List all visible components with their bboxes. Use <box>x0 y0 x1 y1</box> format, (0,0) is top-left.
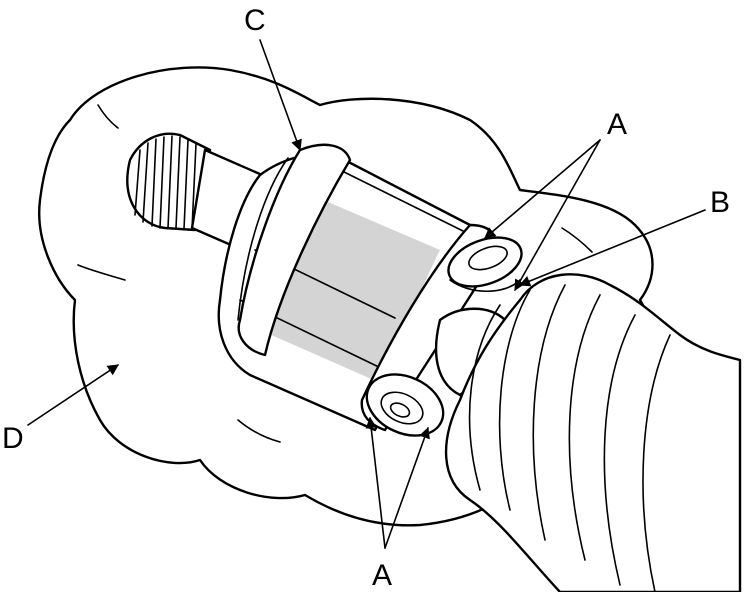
boot <box>444 273 742 592</box>
leader-d <box>27 364 119 426</box>
callout-c: C <box>244 4 266 37</box>
leader-a-top-2 <box>514 139 601 291</box>
callout-b: B <box>710 186 730 219</box>
callout-labels: C A B D A <box>2 4 730 592</box>
callout-a-bottom: A <box>372 559 392 592</box>
shaft-splines <box>126 132 212 232</box>
leader-a-top-1 <box>484 139 601 239</box>
leader-a-bottom-1 <box>365 416 386 549</box>
leader-b <box>518 209 706 287</box>
callout-a-top: A <box>607 108 627 141</box>
callout-d: D <box>2 422 24 455</box>
leader-c <box>259 39 302 152</box>
leader-a-bottom-2 <box>384 426 430 549</box>
tripod-roller-lower <box>365 373 445 437</box>
leader-lines <box>27 39 706 549</box>
retaining-ring-c <box>237 143 352 357</box>
